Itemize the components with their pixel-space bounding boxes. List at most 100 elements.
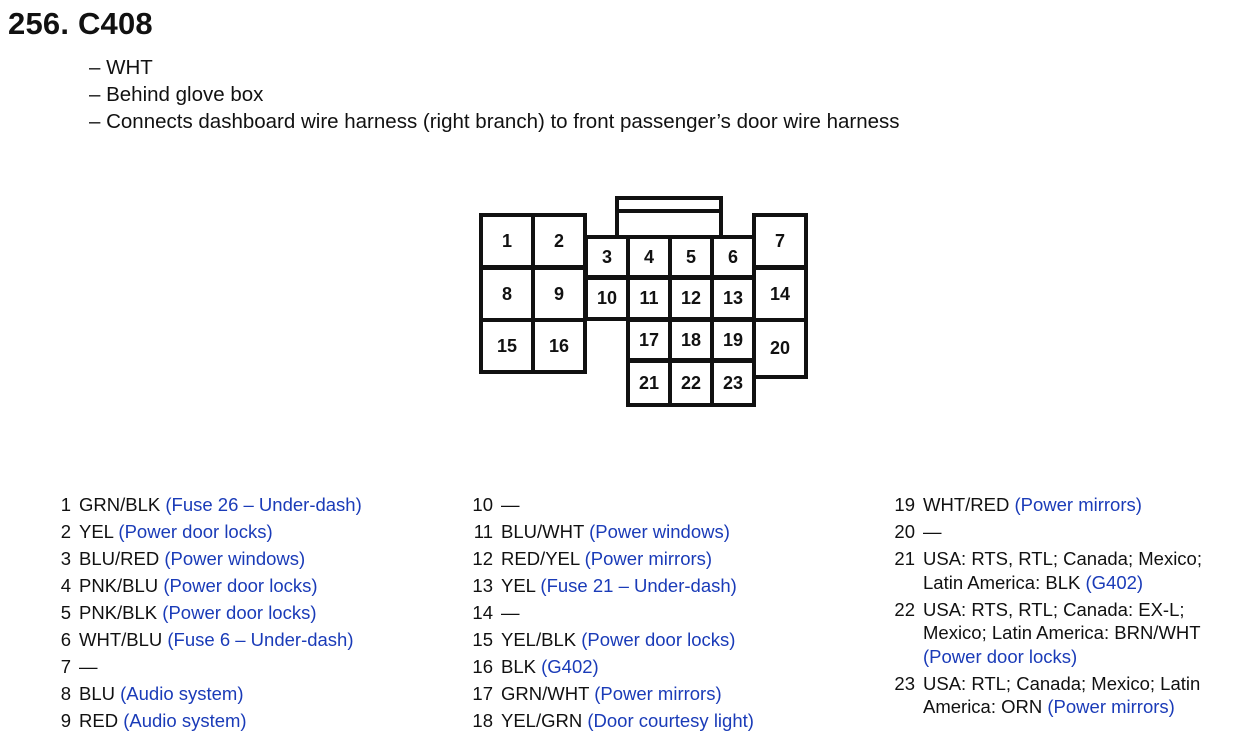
pin-entry-2: 2 YEL (Power door locks) [61, 520, 469, 544]
pin-entry-7: 7— [61, 655, 469, 679]
circuit-description: (Fuse 26 – Under-dash) [165, 494, 362, 515]
pin-number: 4 [60, 575, 71, 596]
wire-color: PNK/BLU [79, 575, 164, 596]
pin-number: 21 [894, 548, 915, 569]
circuit-description: (Power mirrors) [584, 548, 713, 569]
wire-color: BLU/RED [79, 548, 165, 569]
pin-number: 19 [894, 494, 915, 515]
pin-number: 5 [60, 602, 71, 623]
pin-entry-21: 21 USA: RTS, RTL; Canada; Mexico; Latin A… [894, 547, 1233, 594]
pin-number: 8 [60, 683, 71, 704]
note-connection: – Connects dashboard wire harness (right… [89, 110, 900, 133]
cavity-14: 14 [752, 266, 808, 322]
cavity-23: 23 [710, 359, 756, 407]
circuit-description: (Power windows) [589, 521, 730, 542]
pin-entry-4: 4 PNK/BLU (Power door locks) [61, 574, 469, 598]
note-color: – WHT [89, 56, 153, 79]
cavity-7: 7 [752, 213, 808, 269]
wire-color: BLU/WHT [501, 521, 590, 542]
cavity-18: 18 [668, 318, 714, 362]
cavity-16: 16 [531, 318, 587, 374]
pin-number: 13 [472, 575, 493, 596]
wire-color: — [501, 602, 520, 623]
pin-number: 9 [60, 710, 71, 731]
wire-color: GRN/WHT [501, 683, 595, 704]
cavity-19: 19 [710, 318, 756, 362]
wire-color: PNK/BLK [79, 602, 163, 623]
pin-number: 10 [472, 494, 493, 515]
pin-number: 2 [60, 521, 71, 542]
pin-number: 20 [894, 521, 915, 542]
wire-color: GRN/BLK [79, 494, 166, 515]
circuit-description: (Power door locks) [163, 575, 318, 596]
pin-number: 3 [60, 548, 71, 569]
pin-entry-5: 5 PNK/BLK (Power door locks) [61, 601, 469, 625]
pin-number: 18 [472, 710, 493, 731]
circuit-description: (Power door locks) [162, 602, 317, 623]
wire-color: USA: RTL; Canada; Mexico; Latin America:… [923, 672, 1205, 718]
cavity-15: 15 [479, 318, 535, 374]
circuit-description: (G402) [541, 656, 599, 677]
circuit-description: (Power door locks) [118, 521, 273, 542]
pin-number: 15 [472, 629, 493, 650]
pin-entry-15: 15 YEL/BLK (Power door locks) [472, 628, 871, 652]
pin-entry-20: 20 — [894, 520, 1233, 544]
wire-color: YEL [501, 575, 541, 596]
cavity-8: 8 [479, 266, 535, 322]
circuit-description: (Power door locks) [581, 629, 736, 650]
cavity-4: 4 [626, 235, 672, 279]
pin-entry-17: 17 GRN/WHT (Power mirrors) [472, 682, 871, 706]
cavity-12: 12 [668, 276, 714, 321]
cavity-11: 11 [626, 276, 672, 321]
cavity-5: 5 [668, 235, 714, 279]
circuit-description: (Fuse 6 – Under-dash) [167, 629, 354, 650]
cavity-17: 17 [626, 318, 672, 362]
cavity-20: 20 [752, 318, 808, 379]
pin-number: 17 [472, 683, 493, 704]
pin-number: 6 [60, 629, 71, 650]
wire-color: YEL [79, 521, 119, 542]
cavity-22: 22 [668, 359, 714, 407]
cavity-21: 21 [626, 359, 672, 407]
cavity-3: 3 [584, 235, 630, 279]
wire-color: RED/YEL [501, 548, 585, 569]
wire-color: — [501, 494, 520, 515]
pin-entry-18: 18 YEL/GRN (Door courtesy light) [472, 709, 871, 733]
pin-entry-22: 22 USA: RTS, RTL; Canada: EX-L; Mexico; L… [894, 598, 1233, 669]
circuit-description: (Door courtesy light) [587, 710, 754, 731]
wire-color: YEL/GRN [501, 710, 588, 731]
wire-color: — [923, 521, 942, 542]
pin-entry-10: 10 — [472, 493, 871, 517]
pin-number: 7 [60, 656, 71, 677]
cavity-6: 6 [710, 235, 756, 279]
wire-color: YEL/BLK [501, 629, 582, 650]
connector-latch-inner [615, 205, 723, 213]
circuit-description: (Audio system) [123, 710, 247, 731]
connector-notes: – WHT – Behind glove box – Connects dash… [89, 54, 900, 135]
pin-entry-14: 14 — [472, 601, 871, 625]
circuit-description: (Power mirrors) [594, 683, 722, 704]
wire-color: RED [79, 710, 124, 731]
circuit-description: (Power mirrors) [1047, 696, 1175, 717]
page-title: 256. C408 [8, 6, 153, 41]
pin-number: 22 [894, 598, 915, 620]
circuit-description: (Power door locks) [923, 645, 1078, 667]
wire-color: USA: RTS, RTL; Canada: EX-L; Mexico; Lat… [923, 598, 1206, 644]
circuit-description: (G402) [1085, 571, 1144, 593]
wire-color: USA: RTS, RTL; Canada; Mexico; Latin Ame… [923, 548, 1208, 593]
pin-number: 16 [472, 656, 493, 677]
pin-number: 14 [472, 602, 493, 623]
wire-color: WHT/BLU [79, 629, 168, 650]
wire-color: — [79, 656, 98, 677]
